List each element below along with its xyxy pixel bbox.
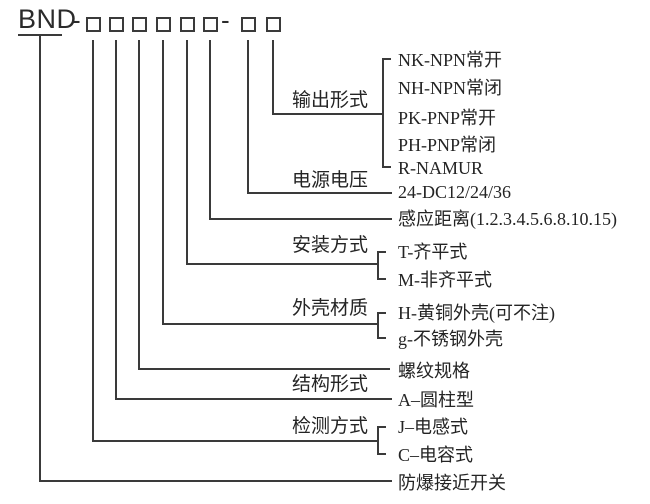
connector-line <box>92 40 94 442</box>
connector-line <box>162 323 379 325</box>
label-housing-material: 外壳材质 <box>291 298 368 319</box>
connector-line <box>272 40 274 115</box>
bracket-mounting-style <box>377 251 386 253</box>
label-mounting-style: 安装方式 <box>291 235 368 256</box>
connector-line <box>39 480 392 482</box>
option-product-name: 防爆接近开关 <box>398 473 506 493</box>
option-sensing-distance: 感应距离(1.2.3.4.5.6.8.10.15) <box>398 209 617 229</box>
connector-line <box>92 440 379 442</box>
model-digit-box <box>132 17 147 32</box>
option-output-pnp-nc: PH-PNP常闭 <box>398 135 497 155</box>
option-supply-voltage: 24-DC12/24/36 <box>398 182 512 202</box>
connector-line <box>162 40 164 325</box>
bracket-detection-method <box>377 426 379 455</box>
label-output-type: 输出形式 <box>291 90 368 111</box>
model-digit-box <box>156 17 171 32</box>
model-digit-box <box>266 17 281 32</box>
option-output-npn-nc: NH-NPN常闭 <box>398 78 503 98</box>
connector-line <box>39 34 41 482</box>
connector-line <box>247 192 392 194</box>
connector-line <box>209 40 211 220</box>
option-thread-spec: 螺纹规格 <box>398 361 470 381</box>
option-output-namur: R-NAMUR <box>398 158 484 178</box>
bracket-housing-material <box>377 312 386 314</box>
bracket-mounting-style <box>377 251 379 280</box>
connector-line <box>209 218 392 220</box>
bracket-output-type <box>382 166 391 168</box>
model-digit-box <box>86 17 101 32</box>
option-structure-cylindrical: A–圆柱型 <box>398 390 474 410</box>
option-output-npn-no: NK-NPN常开 <box>398 50 503 70</box>
model-separator: - <box>72 5 81 35</box>
bracket-detection-method <box>377 453 386 455</box>
model-separator: - <box>221 5 230 35</box>
connector-line <box>186 263 379 265</box>
bracket-output-type <box>382 58 391 60</box>
model-prefix-text: BND <box>18 4 77 34</box>
model-digit-box <box>109 17 124 32</box>
option-detection-inductive: J–电感式 <box>398 417 469 437</box>
bracket-detection-method <box>377 426 386 428</box>
model-digit-box <box>241 17 256 32</box>
bracket-housing-material <box>377 337 386 339</box>
connector-line <box>138 368 390 370</box>
label-structure-type: 结构形式 <box>291 374 368 395</box>
option-housing-brass: H-黄铜外壳(可不注) <box>398 303 555 323</box>
option-mounting-flush: T-齐平式 <box>398 242 468 262</box>
connector-line <box>115 40 117 400</box>
connector-line <box>115 398 392 400</box>
connector-line <box>186 40 188 265</box>
option-detection-capacitive: C–电容式 <box>398 445 474 465</box>
model-digit-box <box>180 17 195 32</box>
bracket-housing-material <box>377 312 379 339</box>
bracket-mounting-style <box>377 278 386 280</box>
bracket-output-type <box>382 58 384 168</box>
option-housing-stainless: g-不锈钢外壳 <box>398 329 503 349</box>
connector-line <box>138 40 140 370</box>
option-output-pnp-no: PK-PNP常开 <box>398 108 497 128</box>
label-supply-voltage: 电源电压 <box>291 170 368 191</box>
connector-line <box>272 113 384 115</box>
label-detection-method: 检测方式 <box>291 416 368 437</box>
connector-line <box>247 40 249 194</box>
option-mounting-non-flush: M-非齐平式 <box>398 270 492 290</box>
model-digit-box <box>203 17 218 32</box>
